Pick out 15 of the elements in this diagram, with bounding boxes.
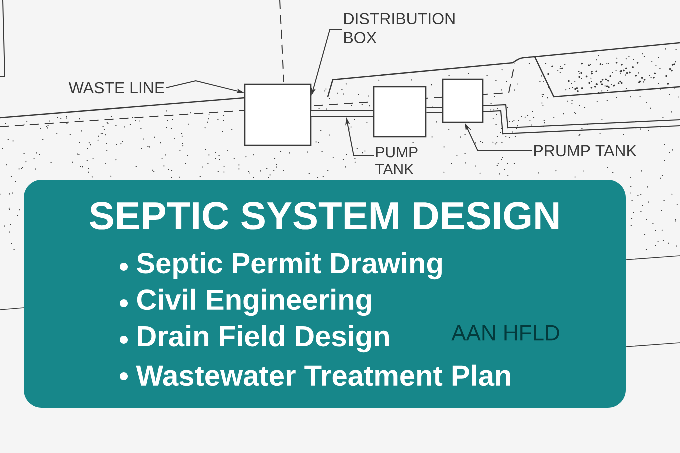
callout-text: PUMP TANK <box>376 147 418 175</box>
callout-text: PRUMP TANK <box>534 145 637 157</box>
callout-text: DISTRIBUTION BOX <box>344 13 455 44</box>
pipe <box>310 110 374 118</box>
tank-box <box>442 78 484 124</box>
distribution-box <box>244 84 312 146</box>
callout-text: WASTE LINE <box>68 82 164 94</box>
list-item: Wastewater Treatment Plan <box>136 364 510 386</box>
pipe <box>426 107 442 113</box>
tank-box <box>373 86 427 138</box>
list-item: Drain Field Design <box>138 325 389 353</box>
heading: SEPTIC SYSTEM DESIGN <box>90 202 559 230</box>
list-item: Septic Permit Drawing <box>137 252 442 280</box>
list-item: Civil Engineering <box>137 288 372 316</box>
faint-sketch-text: AAN HFLD <box>452 325 560 341</box>
